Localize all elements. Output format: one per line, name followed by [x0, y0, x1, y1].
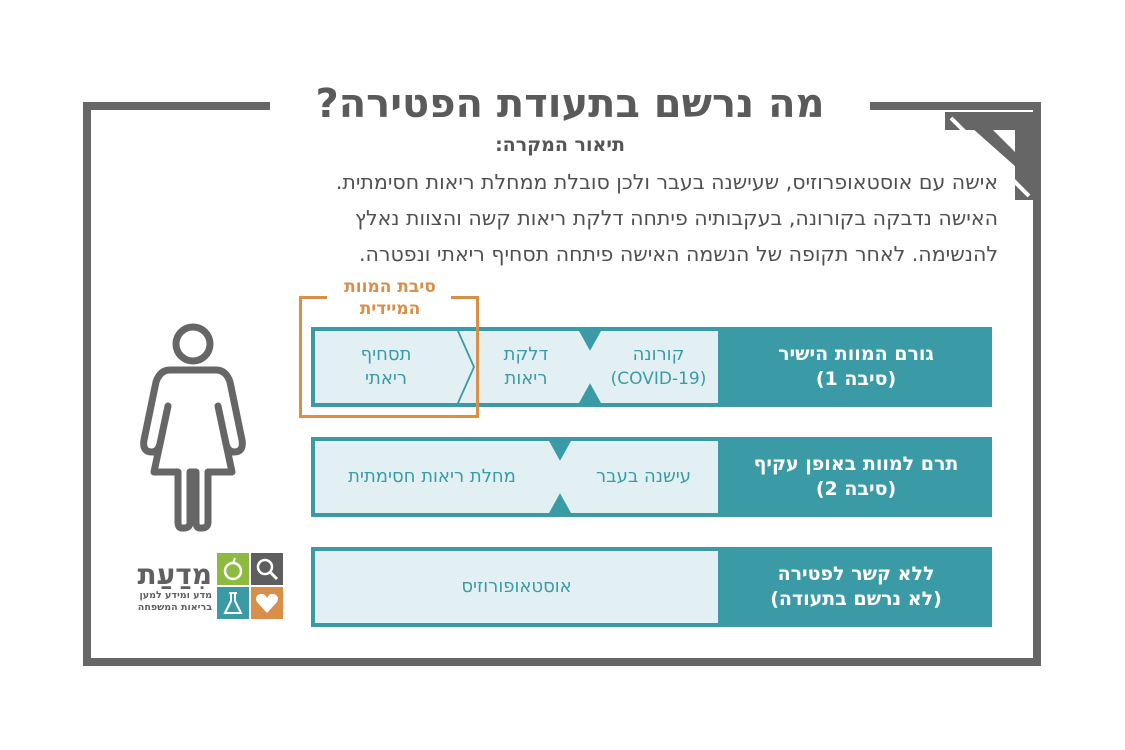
description-line: אישה עם אוסטאופרוזיס, שעישנה בעבר ולכן ס…: [335, 170, 998, 194]
cell-line: דלקת: [503, 344, 549, 365]
cell-line: אוסטאופורוזיס: [461, 576, 572, 597]
row-indirect-cause: תרם למוות באופן עקיף (סיבה 2) עישנה בעבר…: [311, 437, 992, 517]
case-description-heading: תיאור המקרה:: [495, 134, 625, 156]
cell-copd: מחלת ריאות חסימתית: [315, 437, 549, 517]
row-label: גורם המוות הישיר (סיבה 1): [720, 327, 992, 407]
row-direct-cause: גורם המוות הישיר (סיבה 1) קורונה (COVID-…: [311, 327, 992, 407]
row-unrelated: ללא קשר לפטירה (לא נרשם בתעודה) אוסטאופו…: [311, 547, 992, 627]
cell-line: ריאות: [504, 368, 548, 389]
cell-smoking: עישנה בעבר: [569, 437, 718, 517]
cell-line: תסחיף: [360, 344, 412, 365]
cell-osteoporosis-bg: [315, 551, 718, 623]
corner-fold: [945, 112, 1033, 200]
cell-line: (COVID-19): [610, 369, 707, 389]
logo-tagline: מדע ומידע למען: [139, 590, 212, 601]
bracket-top-right: [451, 296, 479, 299]
row-label-sub: (לא נרשם בתעודה): [770, 588, 942, 610]
cell-pneumonia-bg: [459, 331, 599, 403]
immediate-cause-bracket: [299, 296, 479, 418]
row-label-main: גורם המוות הישיר: [778, 343, 934, 365]
logo: מִדַעַת מדע ומידע למען בריאות המשפחה: [100, 560, 212, 614]
cell-line: מחלת ריאות חסימתית: [348, 466, 516, 487]
row-label-main: תרם למוות באופן עקיף: [753, 453, 959, 475]
row-cells: [315, 331, 718, 403]
cell-copd-bg: [315, 441, 569, 513]
logo-name: מִדַעַת: [137, 558, 212, 591]
row-label-main: ללא קשר לפטירה: [777, 563, 935, 585]
cell-embolism-bg: [315, 331, 473, 403]
immediate-cause-label: סיבת המוות המיידית: [318, 276, 462, 320]
cell-covid-bg: [581, 331, 718, 403]
logo-icon: [217, 553, 283, 619]
immediate-cause-line: המיידית: [359, 299, 421, 319]
cell-covid: קורונה (COVID-19): [599, 327, 718, 407]
row-label: ללא קשר לפטירה (לא נרשם בתעודה): [720, 547, 992, 627]
cell-pneumonia: דלקת ריאות: [471, 327, 581, 407]
row-cells: [315, 441, 718, 513]
row-label-sub: (סיבה 2): [815, 478, 897, 500]
row-label: תרם למוות באופן עקיף (סיבה 2): [720, 437, 992, 517]
woman-icon: [140, 323, 246, 532]
description-line: להנשימה. לאחר תקופה של הנשמה האישה פיתחה…: [359, 242, 998, 266]
cell-line: ריאתי: [364, 368, 408, 389]
cell-embolism: תסחיף ריאתי: [315, 327, 457, 407]
case-description: אישה עם אוסטאופרוזיס, שעישנה בעבר ולכן ס…: [110, 164, 998, 272]
bracket-top-left: [299, 296, 327, 299]
page-title: מה נרשם בתעודת הפטירה?: [270, 76, 870, 132]
cell-line: קורונה: [632, 344, 685, 365]
immediate-cause-line: סיבת המוות: [344, 277, 436, 297]
cell-smoking-bg: [551, 441, 718, 513]
row-cells: [315, 551, 718, 623]
row-label-sub: (סיבה 1): [815, 368, 897, 390]
logo-tagline: בריאות המשפחה: [137, 602, 212, 613]
cell-osteoporosis: אוסטאופורוזיס: [315, 547, 718, 627]
description-line: האישה נדבקה בקורונה, בעקבותיה פיתחה דלקת…: [354, 206, 998, 230]
cell-line: עישנה בעבר: [596, 466, 691, 487]
